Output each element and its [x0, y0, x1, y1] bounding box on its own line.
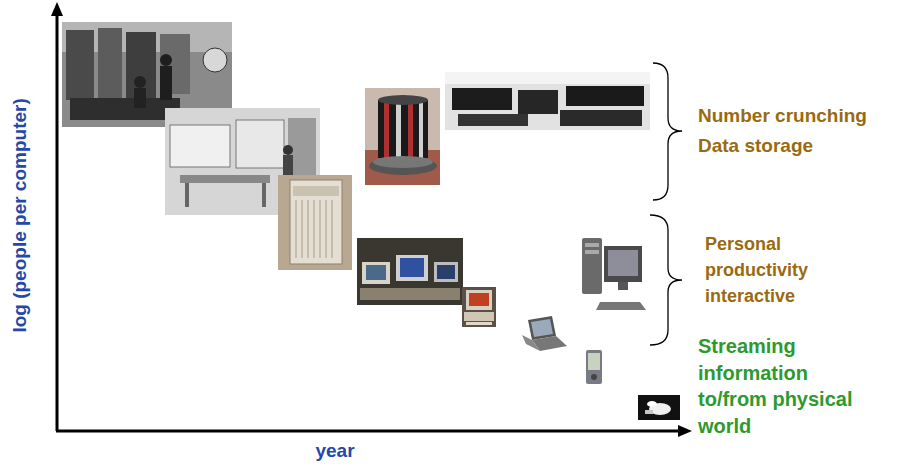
axis-label: year — [315, 440, 354, 463]
brace — [650, 215, 682, 345]
brace — [653, 63, 682, 200]
y-axis — [56, 14, 59, 431]
axis-label: log (people per computer) — [9, 98, 32, 332]
photo-sensor-mote — [638, 395, 680, 420]
photo-workstations — [357, 238, 463, 305]
photo-cray-supercomputer — [365, 88, 440, 185]
category-label: Number crunching Data storage — [698, 101, 878, 161]
category-label: Personal productivity interactive — [705, 231, 830, 309]
category-label: Streaming information to/from physical w… — [698, 333, 876, 439]
photo-personal-computer — [462, 287, 496, 327]
axes — [51, 2, 692, 437]
photo-desktop-pc — [582, 238, 646, 310]
photo-supercomputer-racks — [445, 72, 650, 130]
photo-minicomputer — [278, 175, 352, 270]
photo-laptop — [522, 316, 567, 351]
x-axis — [56, 430, 680, 433]
y-arrowhead — [51, 2, 63, 16]
photo-pda — [586, 350, 602, 384]
x-arrowhead — [678, 425, 692, 437]
